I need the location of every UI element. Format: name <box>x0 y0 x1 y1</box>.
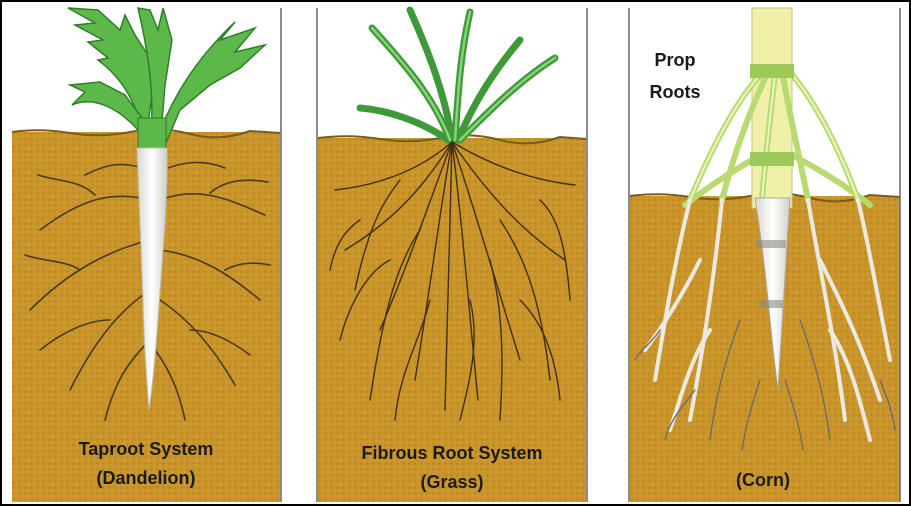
panel-taproot-label-line1: Taproot System <box>79 439 214 459</box>
panel-fibrous: Fibrous Root System (Grass) <box>318 8 586 502</box>
panel-taproot: Taproot System (Dandelion) <box>12 8 280 502</box>
panel-taproot-label-line2: (Dandelion) <box>97 468 196 488</box>
dandelion-crown <box>138 118 166 148</box>
panel-fibrous-sky <box>318 8 586 140</box>
prop-roots-callout-line2: Roots <box>650 82 701 102</box>
stalk-node <box>750 152 794 166</box>
panel-prop: Prop Roots (Corn) <box>630 8 900 502</box>
panel-divider <box>901 8 909 502</box>
root-band <box>756 240 786 248</box>
panel-divider <box>587 8 629 502</box>
panel-prop-label-line2: (Corn) <box>736 470 790 490</box>
stalk-node <box>750 64 794 78</box>
panel-fibrous-label-line1: Fibrous Root System <box>361 443 542 463</box>
prop-roots-callout-line1: Prop <box>654 50 695 70</box>
root-band <box>759 300 783 308</box>
panel-divider <box>281 8 317 502</box>
panel-fibrous-label-line2: (Grass) <box>420 472 483 492</box>
